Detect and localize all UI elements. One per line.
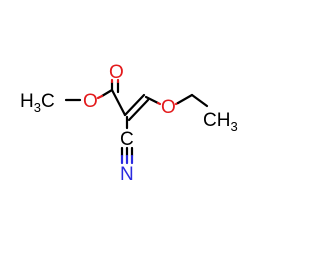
bond-ether-o-to-ch2-black bbox=[176, 93, 194, 105]
carbonyl-oxygen-label: O bbox=[109, 62, 124, 83]
bond-beta-c-to-ether-o-red bbox=[156, 101, 162, 106]
bond-beta-c-to-ether-o-black bbox=[144, 95, 160, 105]
bond-carbonyl-c-to-alpha-c bbox=[110, 88, 127, 117]
methyl-left-c: C bbox=[41, 91, 55, 112]
molecule-structure-diagram: H3C O O O C N CH3 bbox=[20, 62, 238, 185]
bond-ester-o-to-carbonyl-c-red bbox=[96, 94, 104, 100]
bond-alkene-2 bbox=[127, 98, 150, 122]
methyl-right-label: CH3 bbox=[203, 110, 238, 134]
methyl-right-subscript: 3 bbox=[230, 119, 237, 134]
bond-ch2-to-ch3 bbox=[190, 93, 209, 108]
bond-alkene-1 bbox=[123, 93, 146, 117]
molecule-svg: H3C O O O C N CH3 bbox=[20, 62, 238, 185]
bond-ester-o-to-carbonyl-c-black bbox=[100, 88, 114, 98]
methyl-left-h: H bbox=[20, 91, 34, 112]
methyl-left-label: H3C bbox=[20, 91, 55, 115]
methyl-left-subscript: 3 bbox=[34, 100, 41, 115]
methyl-right-ch: CH bbox=[203, 110, 230, 131]
nitrile-carbon-label: C bbox=[120, 129, 134, 150]
ester-oxygen-label: O bbox=[83, 91, 98, 112]
ether-oxygen-label: O bbox=[161, 97, 176, 118]
nitrile-nitrogen-label: N bbox=[120, 164, 134, 185]
